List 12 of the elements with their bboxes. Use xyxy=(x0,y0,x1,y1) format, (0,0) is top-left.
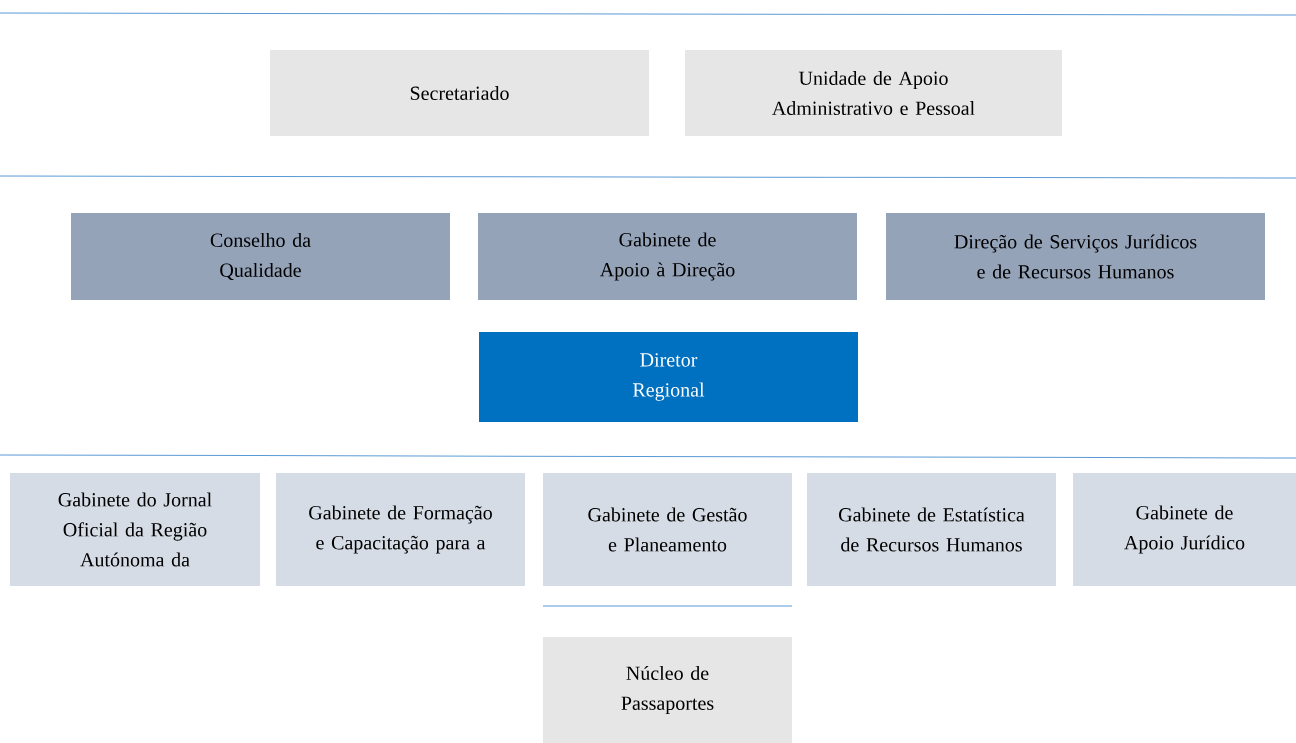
org-box: Gabinete de Gestão e Planeamento xyxy=(543,473,792,586)
org-box: Gabinete de Formação e Capacitação para a xyxy=(276,473,525,586)
org-box: Gabinete de Apoio Jurídico xyxy=(1073,473,1296,586)
org-box: Secretariado xyxy=(270,50,649,136)
org-box: Diretor Regional xyxy=(479,332,858,422)
org-box: Gabinete do Jornal Oficial da Região Autónoma da xyxy=(10,473,260,586)
org-box: Conselho da Qualidade xyxy=(71,213,450,300)
org-box: Unidade de Apoio Administrativo e Pessoal xyxy=(685,50,1062,136)
org-box: Gabinete de Apoio à Direção xyxy=(478,213,857,300)
org-box: Direção de Serviços Jurídicos e de Recursos Humanos xyxy=(886,213,1265,300)
org-box: Núcleo de Passaportes xyxy=(543,637,792,743)
org-box: Gabinete de Estatística de Recursos Humanos xyxy=(807,473,1056,586)
